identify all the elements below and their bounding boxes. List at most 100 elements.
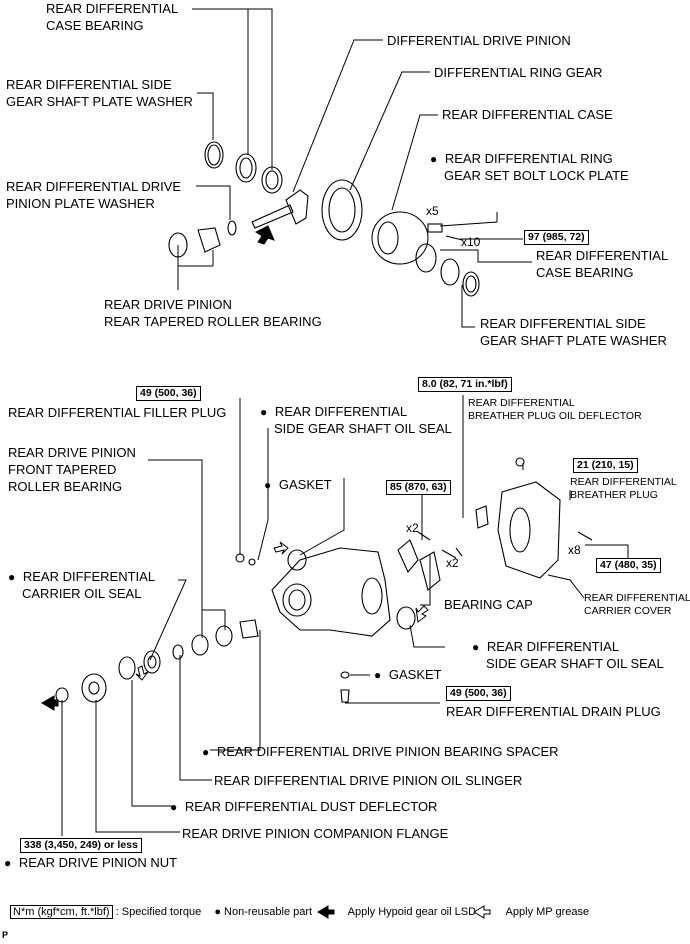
label-line: PINION PLATE WASHER [6,196,155,211]
pinion-nut [55,687,69,703]
side-oil-seal-bottom-part [396,606,416,630]
breather-deflector [475,505,489,529]
bearing-cap-left [397,539,419,574]
label-side-gear-washer-top: REAR DIFFERENTIAL SIDE GEAR SHAFT PLATE … [6,76,193,110]
label-oil-slinger: REAR DIFFERENTIAL DRIVE PINION OIL SLING… [214,773,523,788]
label-drive-pinion-washer: REAR DIFFERENTIAL DRIVE PINION PLATE WAS… [6,178,181,212]
label-line: REAR DRIVE PINION [104,297,232,312]
label-line: BREATHER PLUG [570,489,658,501]
case-bearing-right [415,243,437,273]
legend-nonreusable-dot-icon: ● [214,906,221,918]
legend-lsd-text: Apply Hypoid gear oil LSD [347,906,477,918]
label-case-bearing-top: REAR DIFFERENTIAL CASE BEARING [46,0,178,34]
legend-nonreusable-text: Non-reusable part [224,906,313,918]
lock-plate [427,223,443,233]
label-line: GASKET [278,477,332,492]
case-bearing-top-right [261,166,283,194]
legend-unit-box: N*m (kgf*cm, ft.*lbf) [10,905,113,919]
label-ring-gear: DIFFERENTIAL RING GEAR [434,65,603,80]
label-drive-pinion: DIFFERENTIAL DRIVE PINION [387,33,571,48]
label-breather-deflector: REAR DIFFERENTIAL BREATHER PLUG OIL DEFL… [468,397,642,423]
label-line: REAR DIFFERENTIAL [486,639,620,654]
multiplier-x8: x8 [568,543,581,557]
hypoid-oil-arrow-top [255,225,275,245]
dust-deflector [118,656,136,680]
label-carrier-cover: REAR DIFFERENTIAL CARRIER COVER [584,592,690,618]
label-side-oil-seal-top-line2: SIDE GEAR SHAFT OIL SEAL [274,421,452,436]
carrier-oil-seal [143,650,161,674]
label-line: REAR DIFFERENTIAL DRIVE PINION BEARING S… [216,744,559,759]
label-line: ROLLER BEARING [8,479,123,494]
label-line: REAR DIFFERENTIAL [468,397,575,409]
figure-code: P [2,930,9,940]
label-line: REAR DIFFERENTIAL [46,1,179,16]
label-line: REAR DIFFERENTIAL [570,476,677,488]
breather-plug [515,457,525,467]
torque-cover-bolt: 47 (480, 35) [596,558,661,573]
label-diff-case: REAR DIFFERENTIAL CASE [442,107,613,122]
mp-grease-arrows [135,541,429,681]
multiplier-x5: x5 [426,204,439,218]
label-line: GEAR SHAFT PLATE WASHER [6,94,193,109]
legend-hypoid-arrow-icon [317,905,335,919]
bearing-cap-right [419,551,441,591]
torque-drain-plug: 49 (500, 36) [446,686,511,701]
label-line: GEAR SHAFT PLATE WASHER [480,333,667,348]
label-companion-flange: REAR DRIVE PINION COMPANION FLANGE [182,826,449,841]
leader-lines-top [177,8,532,328]
label-gasket-top: GASKET [264,476,332,494]
drain-plug [340,689,350,703]
bearing-spacer [239,619,259,639]
label-side-gear-washer-right: REAR DIFFERENTIAL SIDE GEAR SHAFT PLATE … [480,315,667,349]
gasket-bottom-part [340,671,350,679]
legend-mp-arrow-icon [473,905,491,919]
torque-deflector: 8.0 (82, 71 in.*lbf) [418,377,512,392]
ring-gear [321,179,363,241]
companion-flange [81,673,107,703]
legend: N*m (kgf*cm, ft.*lbf) : Specified torque… [10,905,589,919]
case-bearing-top-left [235,153,257,183]
label-gasket-bottom: GASKET [374,666,442,684]
label-line: REAR DIFFERENTIAL RING [444,151,613,166]
side-oil-seal-top-part [287,549,307,571]
legend-mp-text: Apply MP grease [505,906,590,918]
label-case-bearing-right: REAR DIFFERENTIAL CASE BEARING [536,247,668,281]
label-side-oil-seal-top: REAR DIFFERENTIAL [260,403,407,421]
side-gear-washer-top-left [204,141,224,169]
carrier-cover [497,481,561,579]
label-pinion-nut: REAR DRIVE PINION NUT [4,854,177,872]
rear-bearing-race [168,232,188,258]
label-line: REAR DIFFERENTIAL SIDE [6,77,172,92]
leader-lines-bottom [61,395,629,836]
label-line: FRONT TAPERED [8,462,117,477]
oil-slinger [172,644,184,660]
label-line: REAR DRIVE PINION NUT [18,855,178,870]
label-line: REAR DRIVE PINION [8,445,136,460]
label-line: REAR DIFFERENTIAL [536,248,669,263]
label-line: REAR TAPERED ROLLER BEARING [104,314,322,329]
side-gear-washer-right-a [440,258,460,286]
diff-carrier [271,547,391,637]
hypoid-oil-arrow-bottom [41,695,59,711]
front-bearing [191,634,209,656]
label-line: CARRIER COVER [584,605,672,617]
label-side-oil-seal-bottom-line2: SIDE GEAR SHAFT OIL SEAL [486,656,664,671]
label-bearing-spacer: REAR DIFFERENTIAL DRIVE PINION BEARING S… [202,743,559,761]
label-line: REAR DIFFERENTIAL [274,404,408,419]
multiplier-x10: x10 [461,235,481,249]
side-gear-washer-right-b [462,271,480,297]
multiplier-x2-left: x2 [406,521,419,535]
torque-filler-plug: 49 (500, 36) [136,386,201,401]
bottom-parts [55,457,593,703]
rear-bearing-rollers [197,227,221,253]
filler-plug [235,553,245,563]
label-line: REAR DIFFERENTIAL DRIVE [6,179,182,194]
label-line: REAR DIFFERENTIAL [584,592,690,604]
label-breather-plug: REAR DIFFERENTIAL BREATHER PLUG [570,476,677,502]
label-line: CASE BEARING [536,265,634,280]
label-line: REAR DIFFERENTIAL [22,569,156,584]
pinion-plate-washer [227,220,237,236]
label-line: REAR DIFFERENTIAL DUST DEFLECTOR [184,799,438,814]
torque-ring-gear-bolt: 97 (985, 72) [524,230,589,245]
legend-unit-text: : Specified torque [115,906,202,918]
